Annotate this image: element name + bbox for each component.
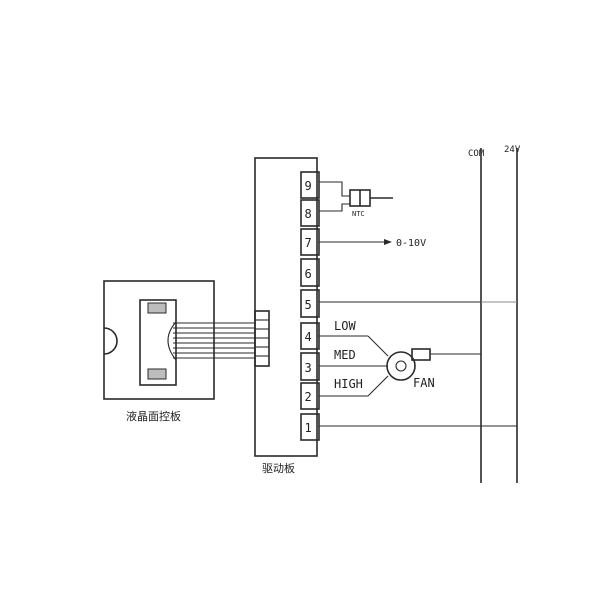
v24-rail-label: 24V [504, 145, 521, 155]
fan-hub-icon [395, 360, 407, 372]
ntc-wire-a [319, 181, 350, 197]
com-rail-label: COM [468, 149, 485, 159]
lcd-panel-body [103, 280, 215, 400]
terminal-number: 8 [305, 207, 312, 221]
fan-high-wire-diag [367, 375, 389, 397]
ribbon-loop [167, 321, 177, 361]
terminal-number: 1 [305, 421, 312, 435]
terminal-number: 2 [305, 390, 312, 404]
fan: FAN [386, 348, 481, 390]
terminal-number: 6 [305, 267, 312, 281]
terminal-1: 1 [300, 413, 320, 441]
ntc-label: NTC [352, 210, 365, 218]
board-connector [254, 310, 270, 367]
terminal-8: 8 [300, 199, 320, 227]
terminal-6: 6 [300, 258, 320, 287]
terminal-number: 5 [305, 298, 312, 312]
driver-board-caption: 驱动板 [262, 461, 295, 475]
fan-outlet [411, 348, 431, 361]
terminal-box [300, 171, 320, 199]
terminal-number: 7 [305, 236, 312, 250]
terminal-9: 9 [300, 171, 320, 199]
fan-med-label: MED [334, 348, 356, 362]
signal-label: 0-10V [396, 238, 426, 249]
terminal-5: 5 [300, 289, 320, 318]
lcd-panel-inner [139, 299, 177, 386]
terminal-number: 9 [305, 179, 312, 193]
lcd-panel-caption: 液晶面控板 [126, 409, 181, 423]
fan-low-wire-diag [367, 335, 389, 357]
terminal-number: 4 [305, 330, 312, 344]
lcd-panel-notch [103, 327, 118, 355]
terminal-box [300, 413, 320, 441]
fan-label: FAN [413, 376, 435, 390]
ntc-sensor: NTC [319, 181, 393, 218]
lcd-panel-tab-top [147, 302, 167, 314]
lcd-panel-tab-bottom [147, 368, 167, 380]
fan-low-label: LOW [334, 319, 356, 333]
lcd-control-panel [103, 280, 215, 400]
ntc-wire-b [319, 203, 350, 212]
terminal-box [300, 199, 320, 227]
fan-wiring: LOW MED HIGH [319, 319, 389, 397]
driver-board [254, 157, 318, 457]
signal-output: 0-10V [319, 238, 426, 249]
fan-icon [386, 351, 416, 381]
terminal-box [300, 258, 320, 287]
terminal-box [300, 289, 320, 318]
ribbon-cable [167, 321, 255, 361]
fan-high-label: HIGH [334, 377, 363, 391]
terminal-number: 3 [305, 361, 312, 375]
signal-arrow-icon [384, 239, 392, 245]
